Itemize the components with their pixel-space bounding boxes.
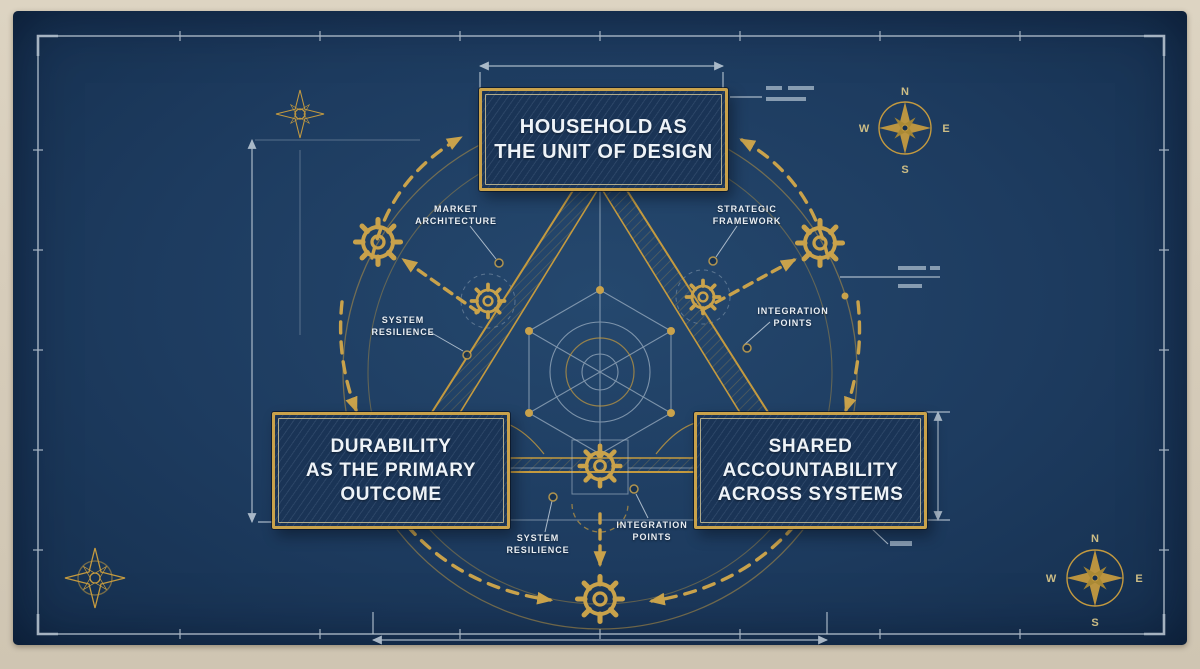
compass-w-label: W (859, 123, 870, 135)
callout-system-resilience-bottom: SYSTEM RESILIENCE (483, 533, 593, 556)
gear-icon (684, 278, 722, 316)
compass-s-label: S (1091, 617, 1098, 629)
node-inner-frame: SHARED ACCOUNTABILITY ACROSS SYSTEMS (700, 418, 921, 523)
compass-w-label: W (1046, 573, 1057, 585)
node-inner-frame: HOUSEHOLD AS THE UNIT OF DESIGN (485, 94, 722, 185)
node-label-line: OUTCOME (340, 483, 442, 505)
callout-integration-points-right: INTEGRATION POINTS (738, 306, 848, 329)
compass-n-label: N (1091, 533, 1099, 545)
node-label-line: ACCOUNTABILITY (722, 459, 899, 481)
flow-arrows (338, 136, 862, 606)
node-label-line: HOUSEHOLD AS (519, 115, 688, 138)
node-inner-frame: DURABILITY AS THE PRIMARY OUTCOME (278, 418, 504, 523)
star-ornament-bottom-left (64, 547, 126, 609)
callout-system-resilience-left: SYSTEM RESILIENCE (348, 315, 458, 338)
dimension-right (924, 410, 950, 522)
frame-border (33, 31, 1169, 639)
node-label-line: SHARED (768, 435, 853, 457)
callout-strategic-framework: STRATEGIC FRAMEWORK (692, 204, 802, 227)
spec-bars (766, 86, 940, 546)
callout-integration-points-bottom: INTEGRATION POINTS (597, 520, 707, 543)
node-label-line: DURABILITY (330, 435, 452, 457)
callout-line: ARCHITECTURE (415, 215, 497, 226)
compass-n-label: N (901, 86, 909, 98)
star-ornament-top-left (275, 89, 325, 139)
compass-rose-top-right: N E S W (859, 86, 950, 176)
callout-line: INTEGRATION (616, 520, 688, 530)
dimension-bottom (371, 612, 829, 645)
callout-line: STRATEGIC (717, 204, 777, 214)
callout-line: FRAMEWORK (712, 215, 782, 226)
node-label-line: THE UNIT OF DESIGN (494, 140, 713, 163)
callout-line: RESILIENCE (506, 544, 570, 555)
dimension-top (478, 61, 762, 98)
node-shared-accountability: SHARED ACCOUNTABILITY ACROSS SYSTEMS (694, 412, 927, 529)
node-label-line: AS THE PRIMARY (305, 459, 477, 481)
callout-line: SYSTEM (381, 315, 425, 325)
compass-rose-bottom-right: N E S W (1046, 533, 1143, 629)
callout-market-architecture: MARKET ARCHITECTURE (401, 204, 511, 227)
compass-e-label: E (942, 123, 949, 135)
compass-s-label: S (901, 164, 908, 176)
callout-line: POINTS (632, 531, 672, 542)
node-label-line: ACROSS SYSTEMS (717, 483, 904, 505)
gear-icon (798, 221, 843, 266)
callout-line: MARKET (434, 204, 478, 214)
gear-icon (578, 577, 623, 622)
gear-icon (469, 282, 507, 320)
compass-e-label: E (1135, 573, 1142, 585)
callout-line: POINTS (773, 317, 813, 328)
callout-line: RESILIENCE (371, 326, 435, 337)
callout-line: SYSTEM (516, 533, 560, 543)
callout-line: INTEGRATION (757, 306, 829, 316)
callout-leaders (429, 225, 771, 533)
node-durability-primary-outcome: DURABILITY AS THE PRIMARY OUTCOME (272, 412, 510, 529)
node-household-unit-of-design: HOUSEHOLD AS THE UNIT OF DESIGN (479, 88, 728, 191)
inner-network (439, 186, 849, 533)
